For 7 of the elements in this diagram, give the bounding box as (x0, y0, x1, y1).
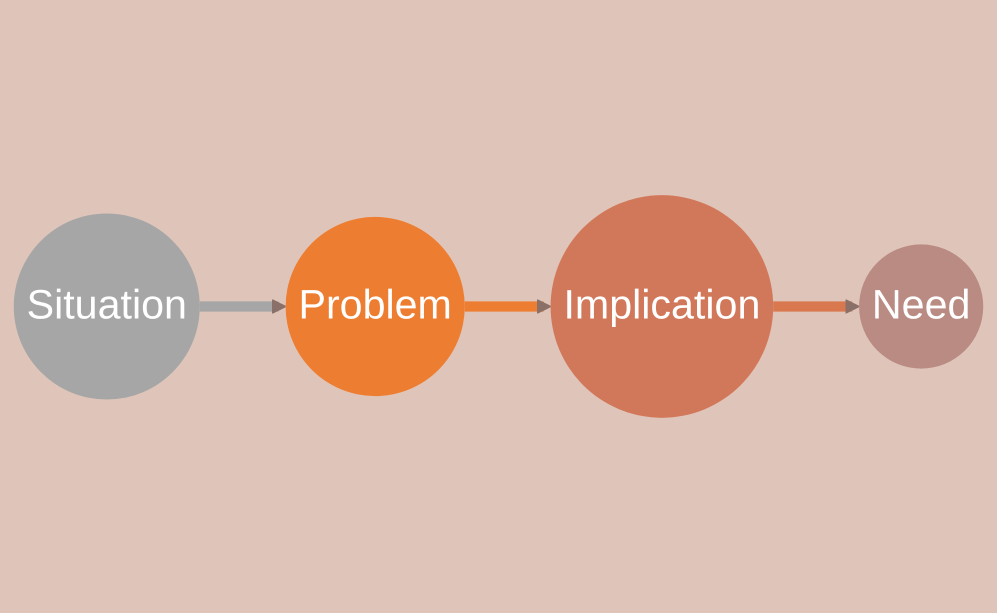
arrow (773, 298, 860, 314)
arrow (200, 298, 286, 314)
node-circle: Situation (14, 213, 200, 400)
node-circle: Need (859, 244, 984, 369)
node-circle: Implication (550, 195, 774, 418)
arrow (464, 298, 552, 314)
node-circle: Problem (286, 216, 465, 396)
